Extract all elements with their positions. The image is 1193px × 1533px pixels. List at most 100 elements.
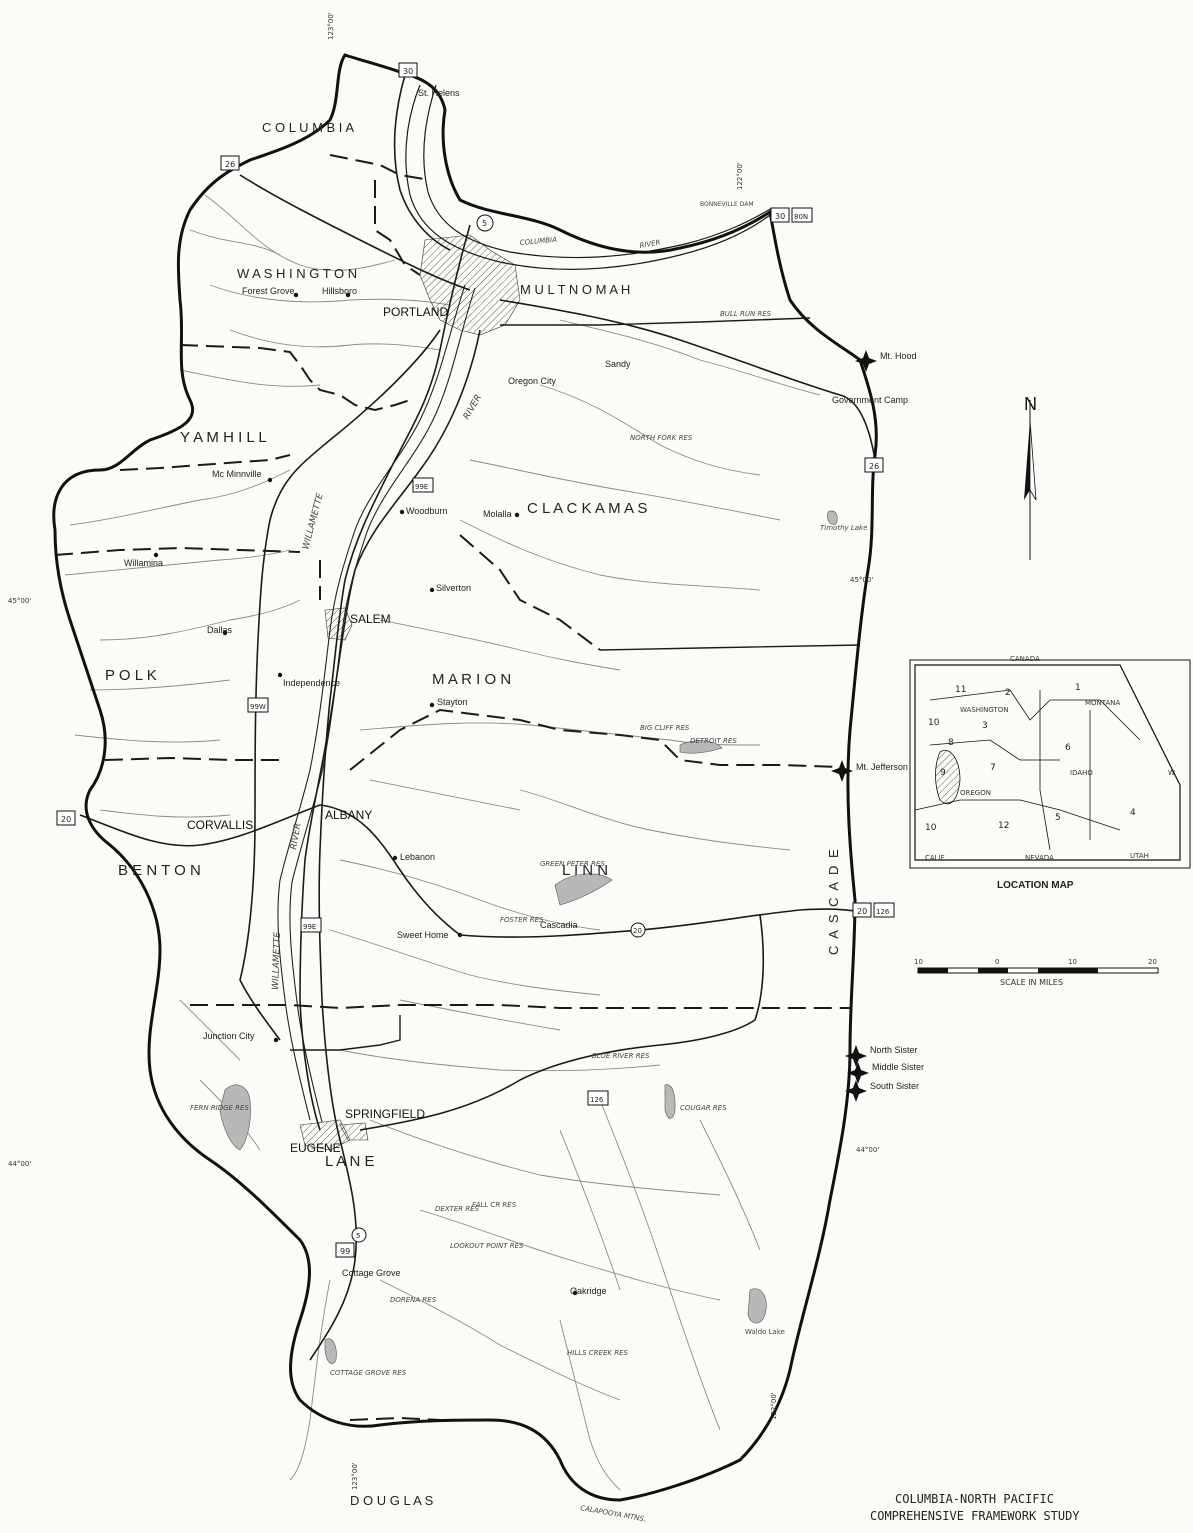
coord-lon-123-top: 123°00' (327, 12, 335, 40)
river-label-columbia: COLUMBIA (519, 236, 557, 247)
stream-network (64, 194, 821, 1491)
peak-label-south-sister: South Sister (870, 1081, 919, 1091)
south-sister-peak-icon (845, 1080, 867, 1102)
highways (79, 74, 876, 1361)
location-map-area-4: 4 (1130, 808, 1136, 818)
svg-text:26: 26 (225, 160, 235, 169)
credit-line-2: COMPREHENSIVE FRAMEWORK STUDY (870, 1509, 1080, 1523)
scale-tick-10-right: 10 (1068, 958, 1077, 966)
location-map-title: LOCATION MAP (997, 880, 1074, 891)
coord-lat-45-left: 45°00' (8, 597, 31, 605)
highway-shield-99w: 99W (247, 697, 269, 713)
county-label-marion: M A R I O N (432, 671, 511, 688)
coord-lon-122-top: 122°00' (736, 162, 744, 190)
scale-tick-20: 20 (1148, 958, 1157, 966)
highway-shield-26-west: 26 (220, 155, 240, 171)
svg-text:126: 126 (876, 908, 890, 916)
peak-label-mt-hood: Mt. Hood (880, 351, 917, 361)
svg-text:26: 26 (869, 462, 879, 471)
county-label-benton: B E N T O N (118, 862, 201, 879)
subbasin-boundaries (54, 154, 850, 1421)
landmark-bonneville-dam: BONNEVILLE DAM (700, 201, 754, 208)
highway-shield-30-north: 30 (398, 62, 418, 78)
town-st-helens: St. Helens (418, 88, 460, 98)
peak-label-north-sister: North Sister (870, 1045, 918, 1055)
town-junction-city: Junction City (203, 1031, 255, 1041)
location-map-area-7: 7 (990, 763, 996, 773)
highway-shield-99e-north: 99E (412, 477, 434, 493)
location-map-nevada: NEVADA (1025, 854, 1054, 862)
town-oregon-city: Oregon City (508, 376, 557, 386)
res-label-fall-creek: FALL CR RES (472, 1201, 517, 1209)
county-label-cascade: C A S C A D E (826, 847, 841, 955)
town-stayton: Stayton (437, 697, 468, 707)
highway-shield-26-east: 26 (864, 457, 884, 473)
res-label-dorena: DORENA RES (390, 1296, 437, 1304)
highway-shield-20-linn: 20 (630, 922, 646, 938)
town-oakridge: Oakridge (570, 1286, 607, 1296)
highway-shield-20-west: 20 (56, 810, 76, 826)
res-label-dexter: DEXTER RES (435, 1205, 480, 1213)
svg-text:30: 30 (775, 212, 785, 221)
town-willamina: Willamina (124, 558, 163, 568)
location-map: CANADA WASHINGTON MONTANA IDAHO OREGON N… (909, 655, 1191, 891)
location-map-canada: CANADA (1010, 655, 1040, 663)
town-albany: ALBANY (325, 808, 372, 822)
location-map-oregon: OREGON (960, 789, 991, 797)
location-map-washington: WASHINGTON (960, 706, 1009, 714)
mountain-peaks (831, 350, 877, 1102)
waldo-lake-shape (747, 1288, 767, 1324)
svg-text:99W: 99W (250, 703, 266, 711)
county-lines (290, 317, 861, 1051)
scale-tick-0: 0 (995, 958, 999, 966)
columbia-river (405, 84, 773, 271)
location-map-area-11: 11 (955, 685, 966, 695)
north-sister-peak-icon (845, 1045, 867, 1067)
highway-shield-99e-south: 99E (300, 917, 322, 933)
town-eugene: EUGENE (290, 1141, 341, 1155)
credit-line-1: COLUMBIA-NORTH PACIFIC (895, 1492, 1054, 1506)
location-map-area-10b: 10 (925, 823, 937, 833)
town-salem: SALEM (350, 612, 391, 626)
res-label-timothy-lake: Timothy Lake (820, 524, 867, 532)
county-label-yamhill: Y A M H I L L (180, 429, 267, 446)
location-map-area-5: 5 (1055, 813, 1061, 823)
highway-shield-5-south: 5 (351, 1227, 367, 1243)
svg-text:5: 5 (482, 219, 487, 228)
res-label-green-peter: GREEN PETER RES (540, 860, 605, 868)
svg-text:126: 126 (590, 1096, 604, 1104)
peak-label-mt-jefferson: Mt. Jefferson (856, 762, 908, 772)
svg-text:99E: 99E (303, 923, 316, 931)
location-map-utah: UTAH (1130, 852, 1149, 860)
location-map-idaho: IDAHO (1070, 769, 1093, 777)
cougar-reservoir-shape (664, 1084, 676, 1119)
county-label-lane: L A N E (325, 1153, 374, 1170)
highway-shield-80n: 80N (791, 207, 813, 223)
county-label-douglas: D O U G L A S (350, 1493, 434, 1508)
res-label-north-fork: NORTH FORK RES (630, 434, 693, 442)
basin-boundary (52, 53, 878, 1502)
town-silverton: Silverton (436, 583, 471, 593)
county-label-columbia: C O L U M B I A (262, 120, 354, 135)
town-woodburn: Woodburn (406, 506, 447, 516)
town-cottage-grove: Cottage Grove (342, 1268, 401, 1278)
res-label-hills-creek: HILLS CREEK RES (567, 1349, 628, 1357)
coord-lat-45-right: 45°00' (850, 576, 873, 584)
north-arrow-label: N (1024, 394, 1037, 414)
highway-shield-126-east: 126 (873, 902, 895, 918)
town-springfield: SPRINGFIELD (345, 1107, 425, 1121)
svg-text:99: 99 (340, 1247, 350, 1256)
river-label-columbia-2: RIVER (639, 238, 661, 250)
res-label-big-cliff: BIG CLIFF RES (640, 724, 690, 732)
reservoirs (219, 510, 838, 1364)
town-corvallis: CORVALLIS (187, 818, 253, 832)
town-molalla: Molalla (483, 509, 512, 519)
river-label-willamette-south: WILLAMETTE (271, 932, 283, 990)
res-label-foster: FOSTER RES (500, 916, 544, 924)
highway-shield-99: 99 (335, 1242, 355, 1258)
location-map-area-1: 1 (1075, 683, 1081, 693)
town-sandy: Sandy (605, 359, 631, 369)
location-map-area-2: 2 (1005, 688, 1011, 698)
timothy-lake-shape (827, 510, 838, 525)
